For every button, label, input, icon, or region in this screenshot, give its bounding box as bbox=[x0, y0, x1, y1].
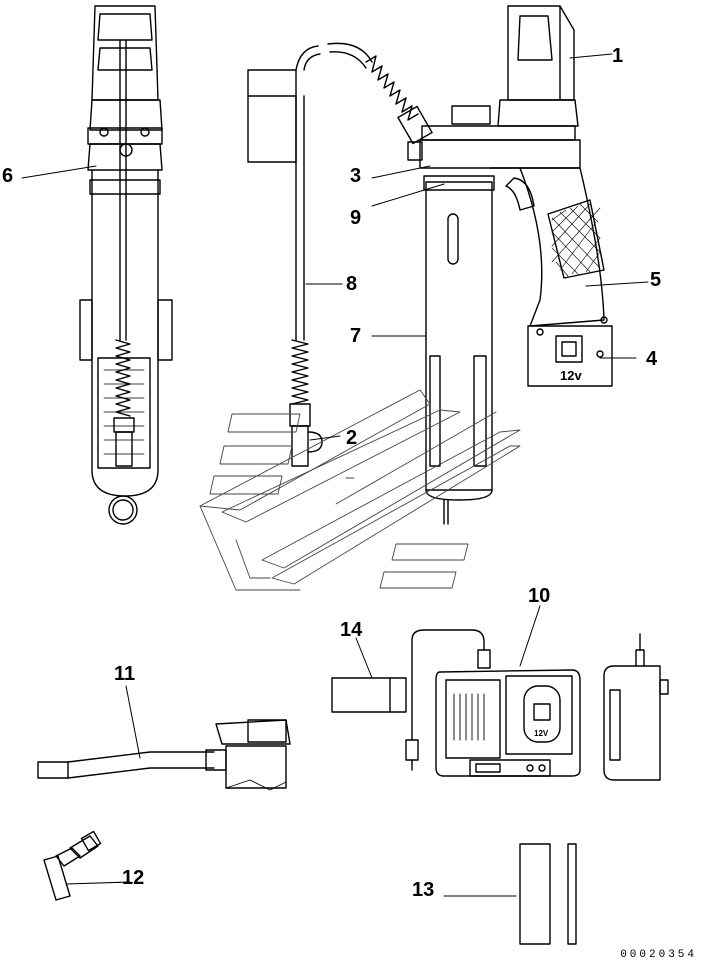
battery-charger bbox=[331, 629, 669, 781]
watermark-logo bbox=[199, 389, 521, 591]
callout-9: 9 bbox=[350, 207, 361, 229]
charger-voltage-label: 12V bbox=[534, 729, 549, 738]
callout-5: 5 bbox=[650, 269, 661, 291]
swivel-adapter bbox=[43, 830, 102, 901]
callout-7: 7 bbox=[350, 325, 361, 347]
callout-4: 4 bbox=[646, 348, 658, 370]
battery-voltage-label: 12v bbox=[560, 368, 582, 383]
extension-nozzle bbox=[37, 719, 291, 791]
callout-13: 13 bbox=[412, 879, 434, 901]
callout-2: 2 bbox=[346, 427, 357, 449]
callout-1: 1 bbox=[612, 45, 623, 67]
callout-14: 14 bbox=[340, 619, 363, 641]
callout-3: 3 bbox=[350, 165, 361, 187]
grease-gun-side-view bbox=[247, 5, 613, 525]
callout-12: 12 bbox=[122, 867, 144, 889]
document-number: 00020354 bbox=[620, 949, 697, 961]
gasket-strip bbox=[519, 843, 577, 945]
callout-11: 11 bbox=[114, 663, 135, 685]
callout-6: 6 bbox=[2, 165, 13, 187]
leader-lines bbox=[21, 53, 649, 897]
callout-8: 8 bbox=[346, 273, 357, 295]
grease-gun-front-view bbox=[79, 5, 173, 525]
callout-10: 10 bbox=[528, 585, 550, 607]
